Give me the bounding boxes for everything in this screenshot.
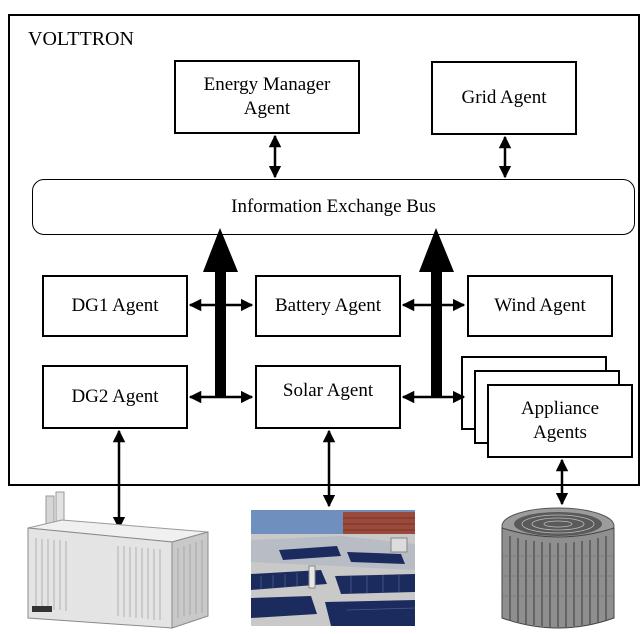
- appliance-agents-box: Appliance Agents: [487, 384, 633, 458]
- appliance-agents-label-line1: Appliance: [520, 398, 600, 419]
- left-thick-bus-feeder: [203, 228, 238, 398]
- dg2-agent-label: DG2 Agent: [71, 386, 159, 407]
- solar-agent-box: Solar Agent: [255, 365, 401, 429]
- wind-agent-box: Wind Agent: [467, 275, 613, 337]
- wind-agent-label: Wind Agent: [494, 295, 586, 316]
- appliance-agents-label-line2: Agents: [533, 422, 587, 443]
- solar-agent-label: Solar Agent: [282, 380, 374, 401]
- dg1-agent-label: DG1 Agent: [71, 295, 159, 316]
- grid-agent-box: Grid Agent: [431, 61, 577, 135]
- bus-label: Information Exchange Bus: [231, 196, 436, 217]
- dg2-agent-box: DG2 Agent: [42, 365, 188, 429]
- generator-image: [27, 491, 209, 629]
- solar-panel-image: [251, 510, 415, 626]
- information-exchange-bus: Information Exchange Bus: [32, 179, 635, 235]
- battery-agent-label: Battery Agent: [274, 295, 382, 316]
- energy-manager-label-line2: Agent: [243, 98, 291, 119]
- volttron-title: VOLTTRON: [28, 28, 134, 50]
- right-thick-bus-feeder: [419, 228, 454, 398]
- battery-agent-box: Battery Agent: [255, 275, 401, 337]
- air-conditioner-image: [501, 507, 615, 629]
- energy-manager-label-line1: Energy Manager: [203, 74, 331, 95]
- energy-manager-agent-box: Energy Manager Agent: [174, 60, 360, 134]
- grid-agent-label: Grid Agent: [461, 87, 547, 108]
- dg1-agent-box: DG1 Agent: [42, 275, 188, 337]
